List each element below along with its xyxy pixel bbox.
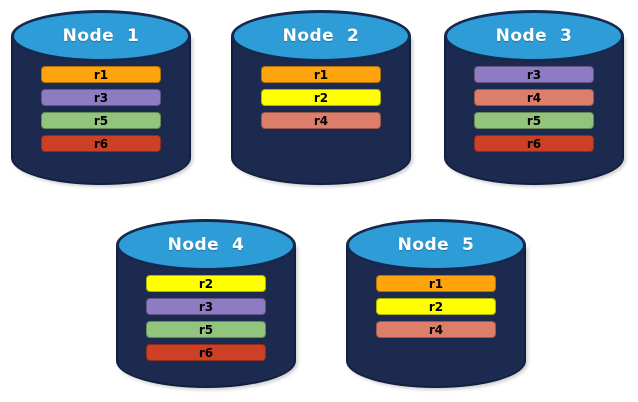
replica-bar-r6: r6 [474,135,594,152]
replica-list: r1 r2 r4 [231,66,411,129]
replica-label: r4 [313,113,329,128]
replica-bar-r2: r2 [376,298,496,315]
db-node-5: Node 5 r1 r2 r4 [346,218,526,388]
replica-bar-r4: r4 [261,112,381,129]
node-title: Node 5 [397,235,475,255]
replica-bar-r2: r2 [146,275,266,292]
replica-label: r3 [526,67,542,82]
replica-bar-r2: r2 [261,89,381,106]
replica-label: r2 [428,299,444,314]
replica-label: r6 [198,345,214,360]
replica-bar-r1: r1 [376,275,496,292]
replica-bar-r4: r4 [474,89,594,106]
replica-label: r2 [198,276,214,291]
db-node-3: Node 3 r3 r4 r5 r6 [444,9,624,185]
replica-bar-r5: r5 [474,112,594,129]
replica-label: r3 [198,299,214,314]
replica-list: r3 r4 r5 r6 [444,66,624,152]
replica-label: r5 [93,113,109,128]
replica-list: r1 r2 r4 [346,275,526,338]
replica-bar-r5: r5 [41,112,161,129]
replica-bar-r6: r6 [41,135,161,152]
replica-bar-r4: r4 [376,321,496,338]
cylinder-top: Node 5 [346,219,526,271]
cylinder-top: Node 2 [231,10,411,62]
replica-bar-r5: r5 [146,321,266,338]
replica-label: r6 [93,136,109,151]
replica-label: r3 [93,90,109,105]
db-node-4: Node 4 r2 r3 r5 r6 [116,218,296,388]
replica-bar-r1: r1 [41,66,161,83]
replica-bar-r6: r6 [146,344,266,361]
replica-label: r2 [313,90,329,105]
node-title: Node 3 [495,26,573,46]
replica-label: r4 [428,322,444,337]
replica-list: r1 r3 r5 r6 [11,66,191,152]
db-node-2: Node 2 r1 r2 r4 [231,9,411,185]
replica-label: r6 [526,136,542,151]
node-title: Node 4 [167,235,245,255]
cylinder-top: Node 4 [116,219,296,271]
replica-label: r5 [198,322,214,337]
node-title: Node 1 [62,26,140,46]
db-node-1: Node 1 r1 r3 r5 r6 [11,9,191,185]
replica-bar-r1: r1 [261,66,381,83]
replica-label: r1 [313,67,329,82]
replica-label: r1 [428,276,444,291]
replica-label: r5 [526,113,542,128]
cylinder-top: Node 3 [444,10,624,62]
cylinder-top: Node 1 [11,10,191,62]
replica-list: r2 r3 r5 r6 [116,275,296,361]
replica-bar-r3: r3 [474,66,594,83]
replica-label: r4 [526,90,542,105]
replica-bar-r3: r3 [146,298,266,315]
replica-bar-r3: r3 [41,89,161,106]
replica-label: r1 [93,67,109,82]
node-title: Node 2 [282,26,360,46]
